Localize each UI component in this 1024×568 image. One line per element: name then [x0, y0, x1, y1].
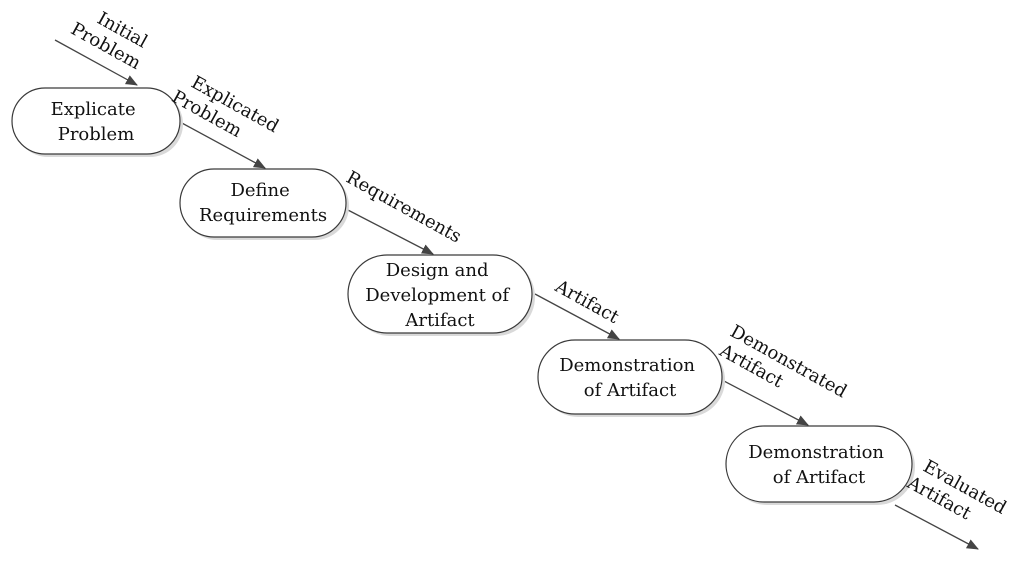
- edge-label-demonstrated-artifact: Demonstrated Artifact: [715, 321, 855, 425]
- edge-line-explicated-problem: [179, 121, 266, 169]
- node-define-requirements: Define Requirements: [179, 168, 349, 240]
- node-label-line: Explicate: [51, 99, 136, 120]
- edge-line-artifact: [534, 293, 620, 340]
- edge-line-evaluated-artifact: [894, 504, 979, 550]
- node-explicate-problem: Explicate Problem: [11, 87, 183, 157]
- svg-text:Demonstration of Artifac: Demonstration of Artifact: [559, 355, 701, 401]
- svg-text:Requirements: Requirements: [343, 167, 465, 247]
- edge-label-explicated-problem: Explicated Problem: [168, 67, 287, 159]
- svg-text:Explicate Problem: Explicate Problem: [51, 99, 142, 145]
- edge-line-requirements: [343, 207, 434, 255]
- edge-label-requirements: Requirements: [343, 167, 465, 247]
- edge-line-demonstrated-artifact: [721, 379, 809, 426]
- edge-label-artifact: Artifact: [551, 276, 623, 329]
- node-label-line: Requirements: [199, 205, 327, 226]
- edge-line-initial-problem: [54, 39, 138, 86]
- node-label-line: Demonstration: [559, 355, 695, 376]
- svg-text:Artifact: Artifact: [551, 276, 623, 329]
- svg-text:Initial Problem: Initial Problem: [67, 0, 156, 75]
- svg-text:Demonstration of Artifac: Demonstration of Artifact: [748, 442, 890, 488]
- svg-text:Demonstrated Artifact: Demonstrated Artifact: [715, 321, 855, 425]
- node-label-line: Artifact: [404, 310, 475, 331]
- svg-text:Explicated Problem: Explicated Problem: [168, 67, 287, 159]
- edge-lines: [54, 39, 979, 550]
- svg-text:Design and Development o: Design and Development of Artifact: [365, 260, 515, 331]
- node-label-line: of Artifact: [773, 467, 866, 488]
- node-label-line: Development of: [365, 285, 510, 306]
- svg-text:Evaluated Artifact: Evaluated Artifact: [903, 453, 1015, 541]
- edge-label-initial-problem: Initial Problem: [67, 0, 156, 75]
- node-label-line: Problem: [58, 124, 135, 145]
- edge-label-line: Requirements: [343, 167, 465, 247]
- node-label-line: Demonstration: [748, 442, 884, 463]
- edge-label-line: Artifact: [551, 276, 623, 329]
- node-label-line: Define: [230, 180, 289, 201]
- node-label-line: of Artifact: [584, 380, 677, 401]
- svg-text:Define Requirements: Define Requirements: [199, 180, 327, 226]
- edge-label-evaluated-artifact: Evaluated Artifact: [903, 453, 1015, 541]
- node-design-development: Design and Development of Artifact: [347, 254, 535, 336]
- node-label-line: Design and: [386, 260, 489, 281]
- node-demonstration-1: Demonstration of Artifact: [537, 339, 725, 417]
- node-demonstration-2: Demonstration of Artifact: [725, 425, 915, 505]
